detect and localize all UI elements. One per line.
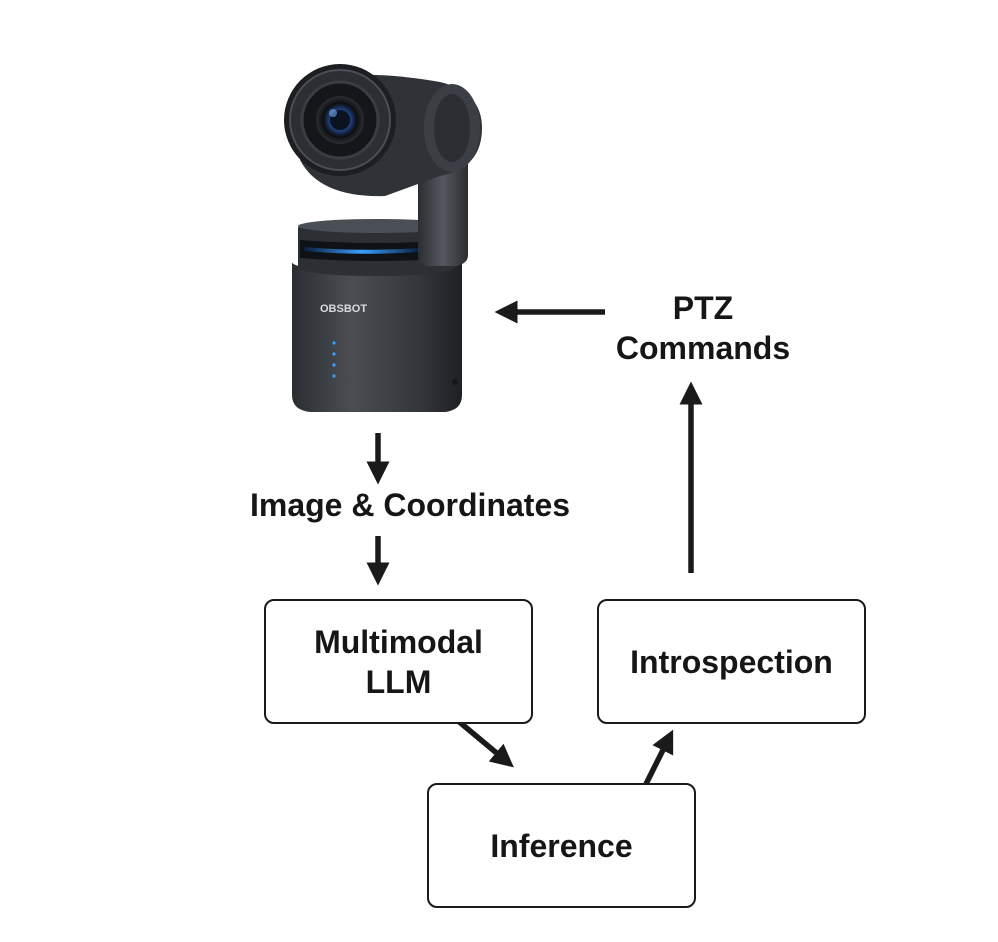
ptz-commands-label: PTZ Commands <box>598 288 808 368</box>
image-coordinates-label: Image & Coordinates <box>249 487 571 523</box>
ptz-label-line2: Commands <box>615 330 791 366</box>
multimodal-llm-line2: LLM <box>365 663 432 700</box>
ptz-label-line1: PTZ <box>672 290 734 326</box>
arrow-inference-to-introspection <box>643 729 674 786</box>
inference-box: Inference <box>427 783 696 908</box>
arrow-llm-to-inference <box>455 717 514 768</box>
introspection-label: Introspection <box>630 643 833 680</box>
multimodal-llm-box: Multimodal LLM <box>264 599 533 724</box>
introspection-box: Introspection <box>597 599 866 724</box>
camera-brand: OBSBOT <box>320 303 367 315</box>
multimodal-llm-line1: Multimodal <box>314 623 483 660</box>
inference-label: Inference <box>490 827 633 864</box>
